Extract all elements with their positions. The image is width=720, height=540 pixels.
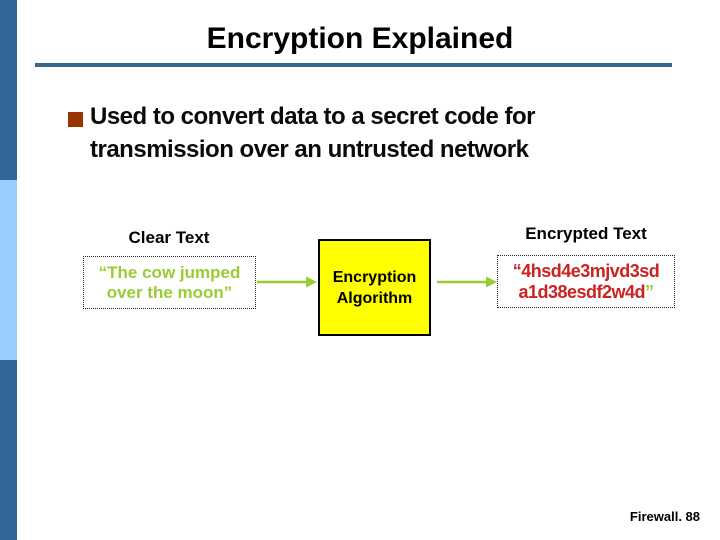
title-underline xyxy=(35,63,672,67)
bullet-square-icon xyxy=(68,112,83,127)
bullet-line-2: transmission over an untrusted network xyxy=(90,136,529,163)
encryption-algorithm-box: Encryption Algorithm xyxy=(318,239,431,336)
slide-footer-page-number: Firewall. 88 xyxy=(629,509,700,524)
clear-text-label: Clear Text xyxy=(128,228,210,247)
cipher-line-1: “4hsd4e3mjvd3sd xyxy=(512,260,660,281)
clear-text-line-2: over the moon” xyxy=(106,282,233,302)
slide-title: Encryption Explained xyxy=(206,22,514,55)
flow-arrow-icon-left xyxy=(257,276,317,288)
algorithm-line-1: Encryption xyxy=(332,268,417,286)
sidebar-accent-bar-bottom xyxy=(0,360,17,540)
sidebar-accent-bar-middle xyxy=(0,180,17,360)
cipher-close-quote: ” xyxy=(645,281,654,302)
clear-text-line-1: “The cow jumped xyxy=(98,262,241,282)
encrypted-text-box: “4hsd4e3mjvd3sd a1d38esdf2w4d” xyxy=(497,255,675,308)
bullet-paragraph: Used to convert data to a secret code fo… xyxy=(90,100,610,166)
algorithm-line-2: Algorithm xyxy=(336,289,413,307)
cipher-line-2-text: a1d38esdf2w4d xyxy=(518,281,646,302)
flow-arrow-icon-right xyxy=(437,276,497,288)
cipher-line-2: a1d38esdf2w4d” xyxy=(498,282,674,303)
clear-text-box: “The cow jumped over the moon” xyxy=(83,256,256,309)
encrypted-text-label: Encrypted Text xyxy=(525,224,647,243)
bullet-line-1: Used to convert data to a secret code fo… xyxy=(90,103,535,130)
sidebar-accent-bar-top xyxy=(0,0,17,180)
